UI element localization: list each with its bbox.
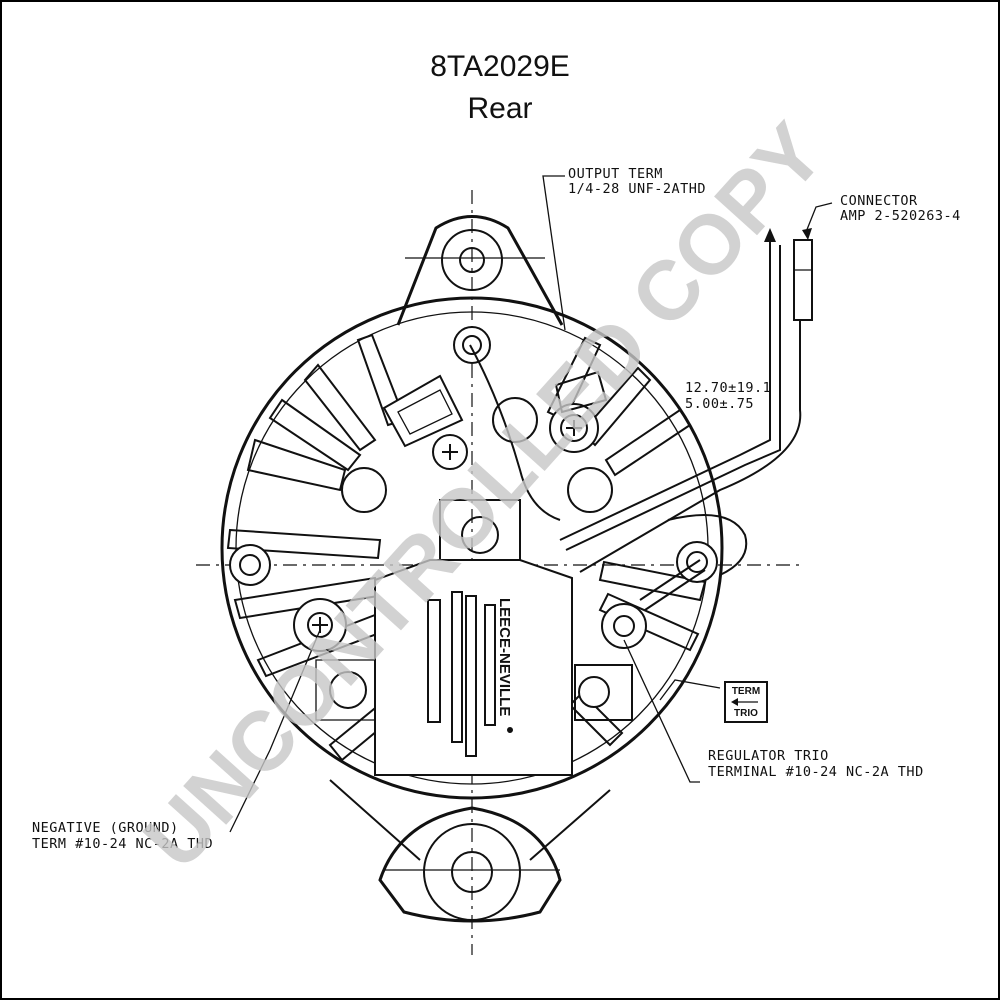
trio-box-label: TRIO bbox=[734, 708, 758, 719]
regulator-brand-label: LEECE-NEVILLE bbox=[496, 598, 513, 716]
term-box-label: TERM bbox=[732, 686, 760, 697]
negative-terminal bbox=[293, 598, 381, 721]
diagram-title: 8TA2029E bbox=[430, 50, 570, 83]
output-terminal bbox=[549, 370, 608, 453]
top-bolt-assembly bbox=[382, 326, 561, 563]
dimension-metric: 12.70±19.1 bbox=[685, 380, 771, 396]
negative-term-label: NEGATIVE (GROUND) bbox=[32, 820, 179, 836]
output-term-label: OUTPUT TERM bbox=[568, 166, 663, 182]
left-bolt bbox=[229, 544, 271, 586]
wiring-harness bbox=[559, 228, 813, 573]
diagram-subtitle: Rear bbox=[467, 92, 532, 125]
dimension-imperial: 5.00±.75 bbox=[685, 396, 754, 412]
voltage-regulator: LEECE-NEVILLE bbox=[374, 559, 573, 776]
term-trio-box: TERM TRIO bbox=[724, 681, 768, 723]
connector-label: CONNECTOR bbox=[840, 193, 918, 209]
regulator-trio-terminal bbox=[574, 559, 706, 721]
output-term-thread: 1/4-28 UNF-2ATHD bbox=[568, 181, 706, 197]
leader-lines bbox=[229, 175, 833, 833]
annotations: OUTPUT TERM 1/4-28 UNF-2ATHD CONNECTOR A… bbox=[32, 166, 961, 852]
connector-part-number: AMP 2-520263-4 bbox=[840, 208, 961, 224]
regulator-trio-label: REGULATOR TRIO bbox=[708, 748, 829, 764]
regulator-trio-thread: TERMINAL #10-24 NC-2A THD bbox=[708, 764, 924, 780]
negative-term-thread: TERM #10-24 NC-2A THD bbox=[32, 836, 213, 852]
